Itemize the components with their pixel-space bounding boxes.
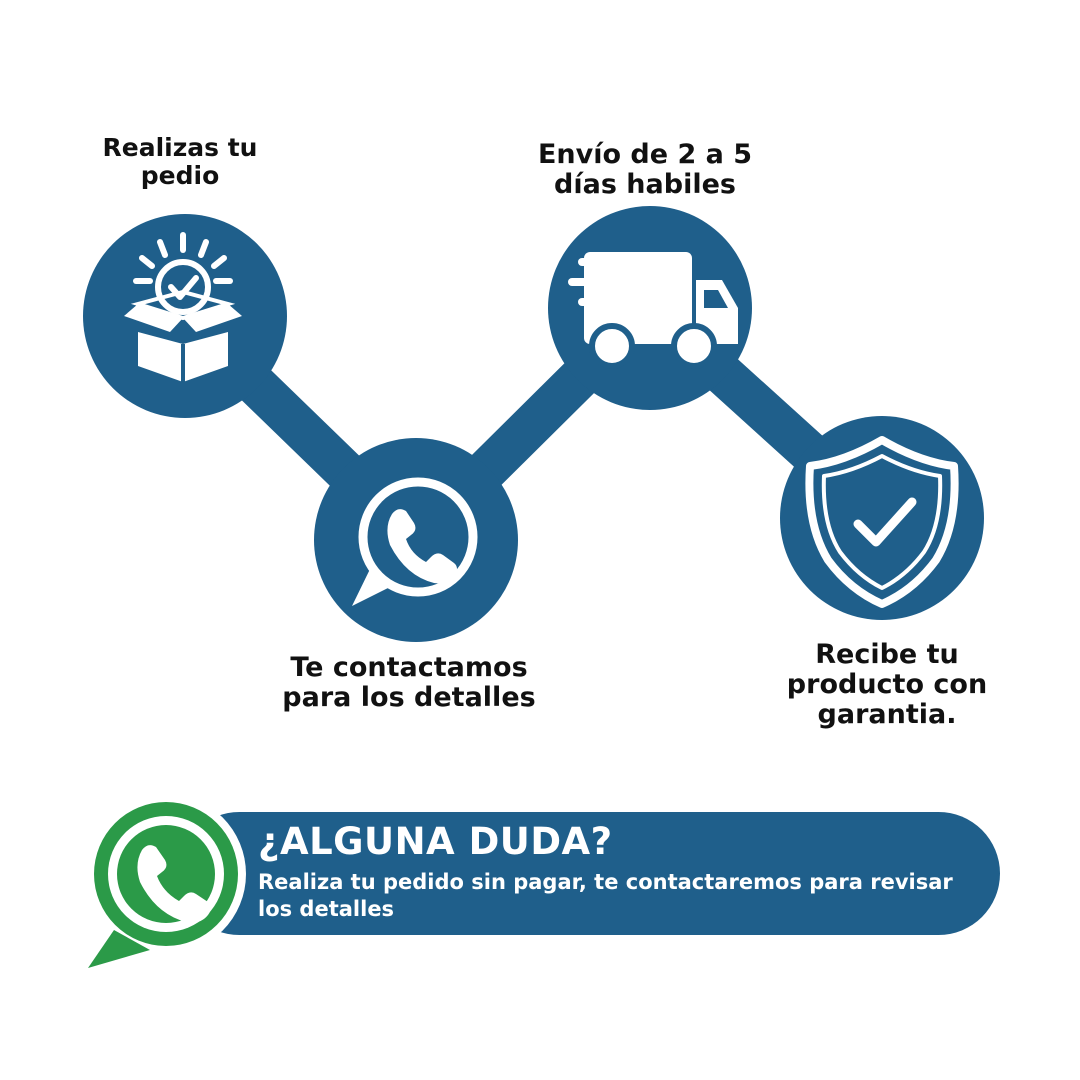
banner-text: Realiza tu pedido sin pagar, te contacta… — [258, 870, 953, 921]
connector-lines — [164, 287, 903, 561]
whatsapp-phone-icon — [352, 477, 478, 606]
shield-check-icon — [805, 436, 959, 608]
step-label-order: Realizas tu pedio — [102, 133, 258, 190]
step-label-shipping: Envío de 2 a 5 días habiles — [537, 139, 753, 201]
step-circle-2 — [314, 438, 518, 642]
step-label-warranty: Recibe tu producto con garantia. — [786, 639, 988, 731]
whatsapp-icon[interactable] — [74, 790, 254, 980]
package-check-icon — [124, 232, 242, 382]
step-label-contact: Te contactamos para los detalles — [282, 652, 536, 714]
banner-title: ¿ALGUNA DUDA? — [258, 820, 613, 863]
delivery-truck-icon — [568, 252, 738, 369]
contact-banner: ¿ALGUNA DUDA? Realiza tu pedido sin paga… — [178, 812, 1000, 935]
